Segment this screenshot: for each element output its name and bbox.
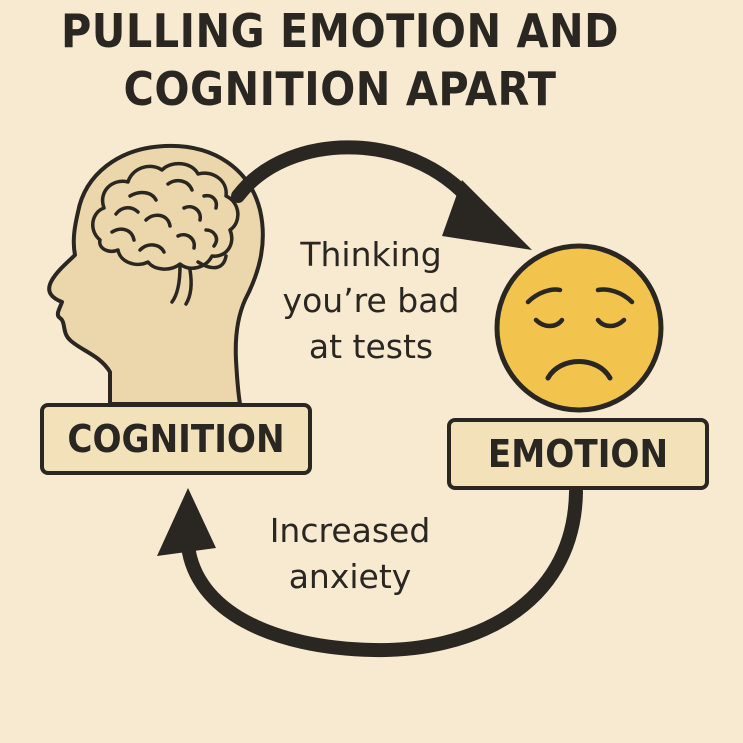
right-eye <box>595 317 627 329</box>
cognition-label-box: COGNITION <box>40 403 312 475</box>
head-brain-icon <box>47 143 265 406</box>
emotion-label-box: EMOTION <box>447 418 709 490</box>
face-circle <box>494 243 664 413</box>
sad-face-icon <box>494 243 664 413</box>
arrow-cognition-to-emotion <box>231 140 532 250</box>
left-eye <box>533 317 565 329</box>
caption-emotion-to-cognition: Increased anxiety <box>250 508 450 600</box>
caption-line-1: Thinking <box>300 235 442 274</box>
arrow-emotion-to-cognition <box>157 485 583 658</box>
caption-line-2: anxiety <box>288 557 412 596</box>
title-line-2: COGNITION APART <box>123 62 557 116</box>
title-line-1: PULLING EMOTION AND <box>60 4 620 58</box>
diagram-title: PULLING EMOTION AND COGNITION APART <box>0 2 680 118</box>
emotion-label: EMOTION <box>487 432 669 476</box>
cognition-label: COGNITION <box>67 417 285 461</box>
brain-icon <box>91 161 240 306</box>
caption-line-1: Increased <box>269 511 431 550</box>
caption-cognition-to-emotion: Thinking you’re bad at tests <box>262 232 480 370</box>
caption-line-3: at tests <box>308 327 434 366</box>
right-eyebrow <box>595 287 635 305</box>
frown-mouth <box>545 359 613 381</box>
caption-line-2: you’re bad <box>282 281 460 320</box>
left-eyebrow <box>525 287 563 305</box>
head-silhouette <box>47 143 265 406</box>
